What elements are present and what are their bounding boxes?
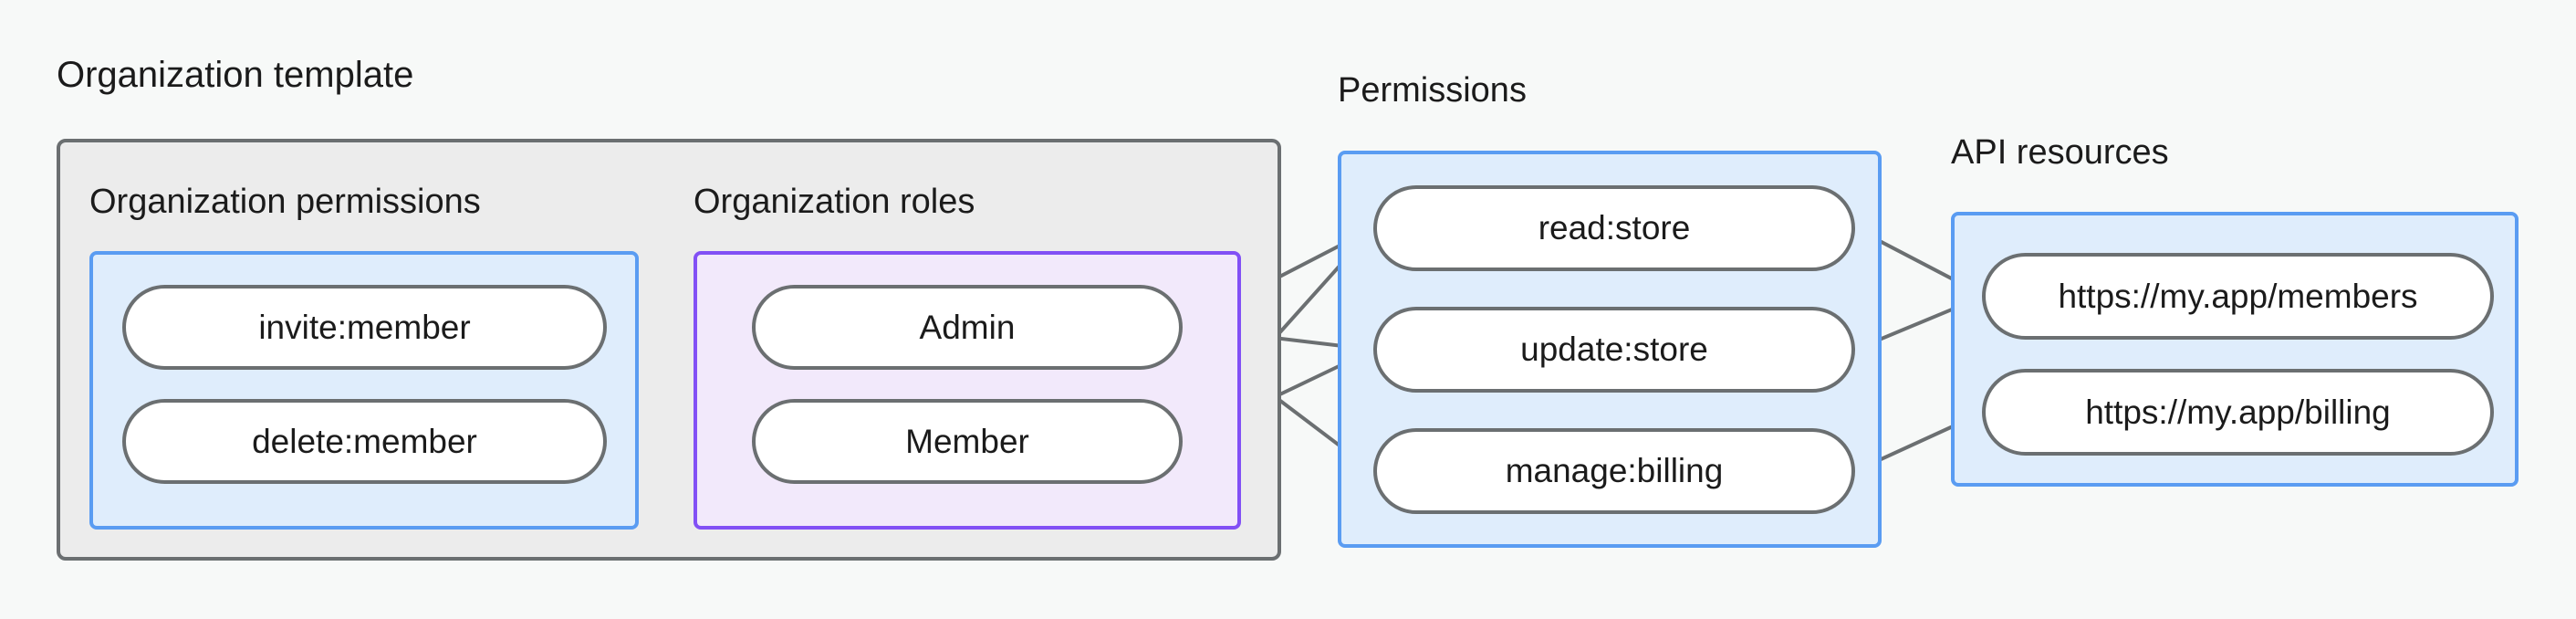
organization-permissions-label: Organization permissions	[89, 183, 481, 221]
api-resources-label: API resources	[1951, 133, 2169, 172]
organization-template-label: Organization template	[57, 55, 414, 95]
node-invite-member[interactable]: invite:member	[122, 285, 607, 370]
node-read-store[interactable]: read:store	[1373, 185, 1855, 271]
node-manage-billing[interactable]: manage:billing	[1373, 428, 1855, 514]
organization-roles-label: Organization roles	[694, 183, 975, 221]
node-member[interactable]: Member	[752, 399, 1183, 484]
permissions-label: Permissions	[1338, 71, 1527, 110]
node-update-store[interactable]: update:store	[1373, 307, 1855, 393]
node-members-url[interactable]: https://my.app/members	[1982, 253, 2494, 340]
node-admin[interactable]: Admin	[752, 285, 1183, 370]
node-billing-url[interactable]: https://my.app/billing	[1982, 369, 2494, 456]
node-delete-member[interactable]: delete:member	[122, 399, 607, 484]
